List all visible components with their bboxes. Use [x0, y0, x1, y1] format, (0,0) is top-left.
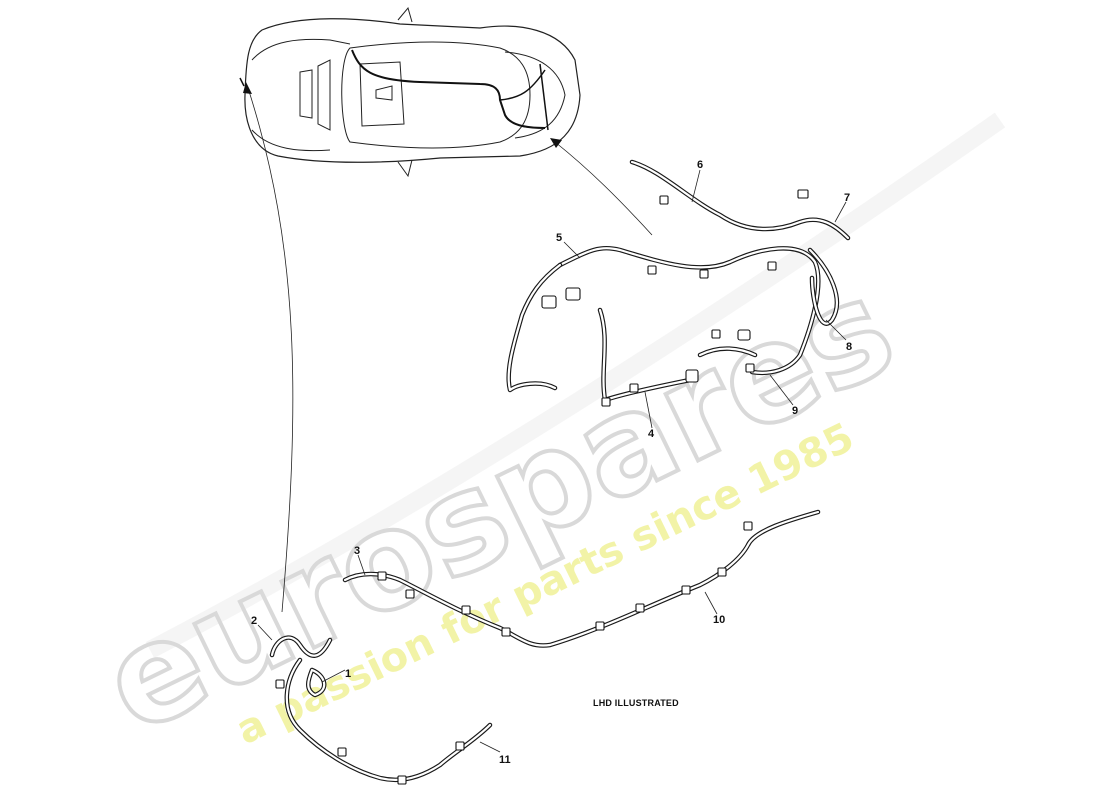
- callout-2: 2: [251, 615, 257, 627]
- callout-leaders: [257, 169, 847, 753]
- callout-10: 10: [713, 614, 725, 626]
- watermark: eurospares a passion for parts since 198…: [78, 112, 1006, 766]
- underbody-harness: [342, 509, 821, 648]
- callout-5: 5: [556, 232, 562, 244]
- lhd-illustrated-note: LHD ILLUSTRATED: [593, 698, 679, 708]
- callout-6: 6: [697, 159, 703, 171]
- callout-4: 4: [648, 428, 655, 440]
- callout-9: 9: [792, 405, 798, 417]
- front-harness-group: [269, 635, 493, 785]
- rear-harness-group: [506, 159, 851, 407]
- callout-3: 3: [354, 545, 360, 557]
- callout-labels: 1 2 3 4 5 6 7 8 9 10 11: [251, 159, 852, 766]
- callout-8: 8: [846, 341, 852, 353]
- callout-7: 7: [844, 192, 850, 204]
- car-top-view: [239, 6, 581, 178]
- callout-1: 1: [345, 668, 351, 680]
- watermark-brand: eurospares: [80, 248, 916, 763]
- callout-11: 11: [499, 754, 511, 766]
- leader-arrows: [243, 82, 653, 613]
